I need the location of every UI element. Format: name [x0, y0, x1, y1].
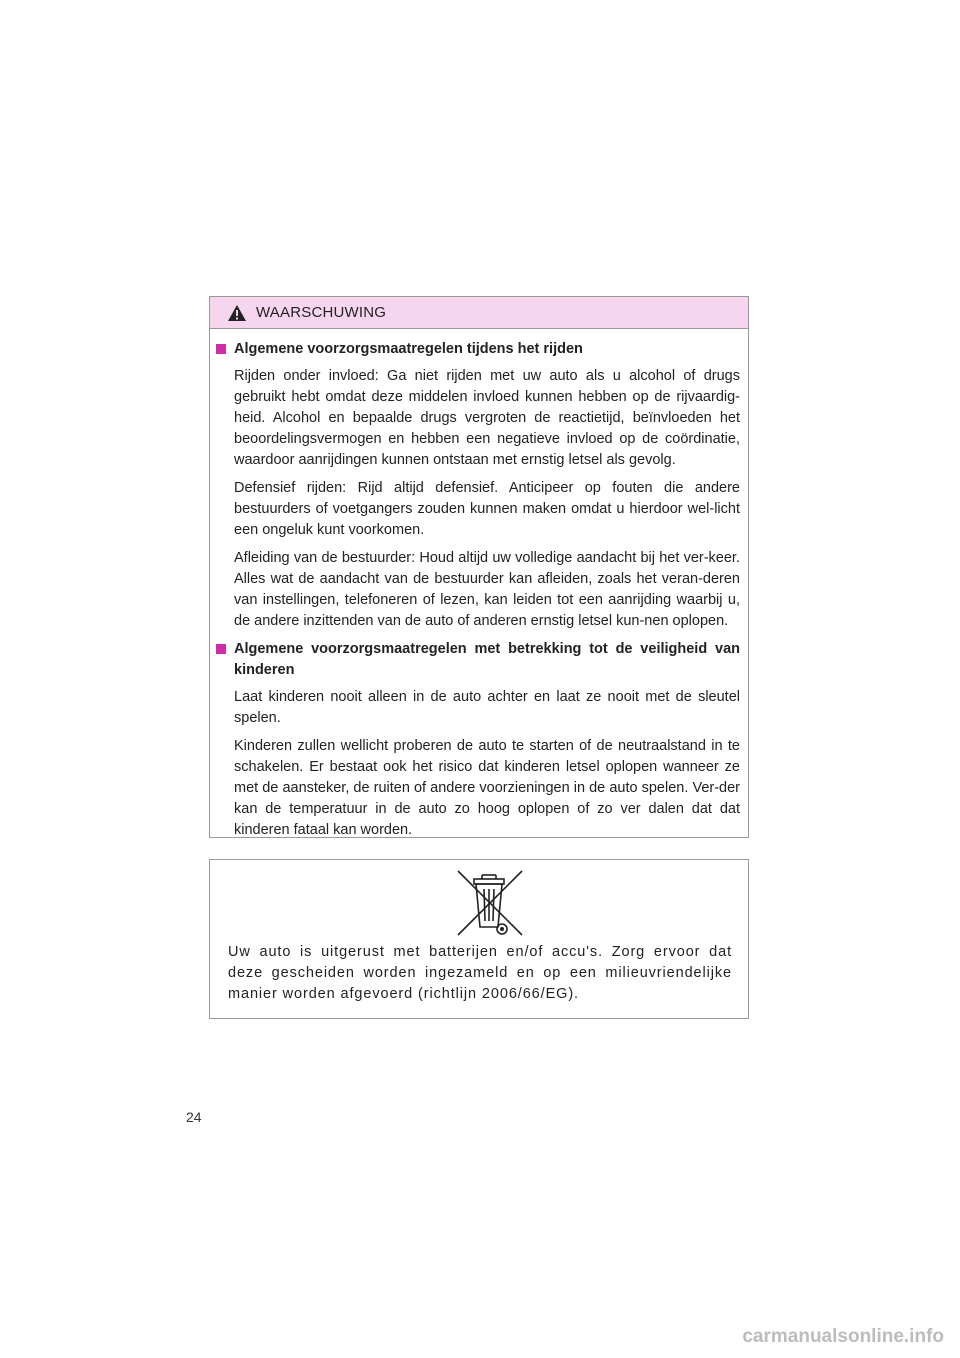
section-heading: Algemene voorzorgsmaatregelen met betrek…: [216, 639, 740, 681]
paragraph: Afleiding van de bestuurder: Houd altijd…: [234, 550, 740, 629]
warning-title: WAARSCHUWING: [256, 304, 387, 321]
recycle-notice-box: Uw auto is uitgerust met batterijen en/o…: [209, 859, 749, 1019]
bullet-square-icon: [216, 644, 226, 654]
warning-header: WAARSCHUWING: [210, 297, 748, 329]
warning-triangle-icon: [228, 305, 246, 321]
page-number: 24: [186, 1109, 202, 1125]
paragraph: Rijden onder invloed: Ga niet rijden met…: [234, 368, 740, 468]
warning-body: Algemene voorzorgsmaatregelen tijdens he…: [210, 329, 748, 841]
warning-box: WAARSCHUWING Algemene voorzorgsmaatregel…: [209, 296, 749, 838]
recycle-notice-text: Uw auto is uitgerust met batterijen en/o…: [228, 944, 732, 1002]
paragraph: Kinderen zullen wellicht proberen de aut…: [234, 738, 740, 838]
bullet-square-icon: [216, 344, 226, 354]
section-heading: Algemene voorzorgsmaatregelen tijdens he…: [216, 339, 740, 360]
section-heading-text: Algemene voorzorgsmaatregelen met betrek…: [234, 641, 740, 678]
section-heading-text: Algemene voorzorgsmaatregelen tijdens he…: [234, 341, 583, 357]
crossed-out-wheelie-bin-icon: [457, 870, 523, 936]
watermark: carmanualsonline.info: [742, 1326, 944, 1347]
paragraph: Laat kinderen nooit alleen in de auto ac…: [234, 689, 740, 726]
paragraph: Defensief rijden: Rijd altijd defensief.…: [234, 480, 740, 538]
